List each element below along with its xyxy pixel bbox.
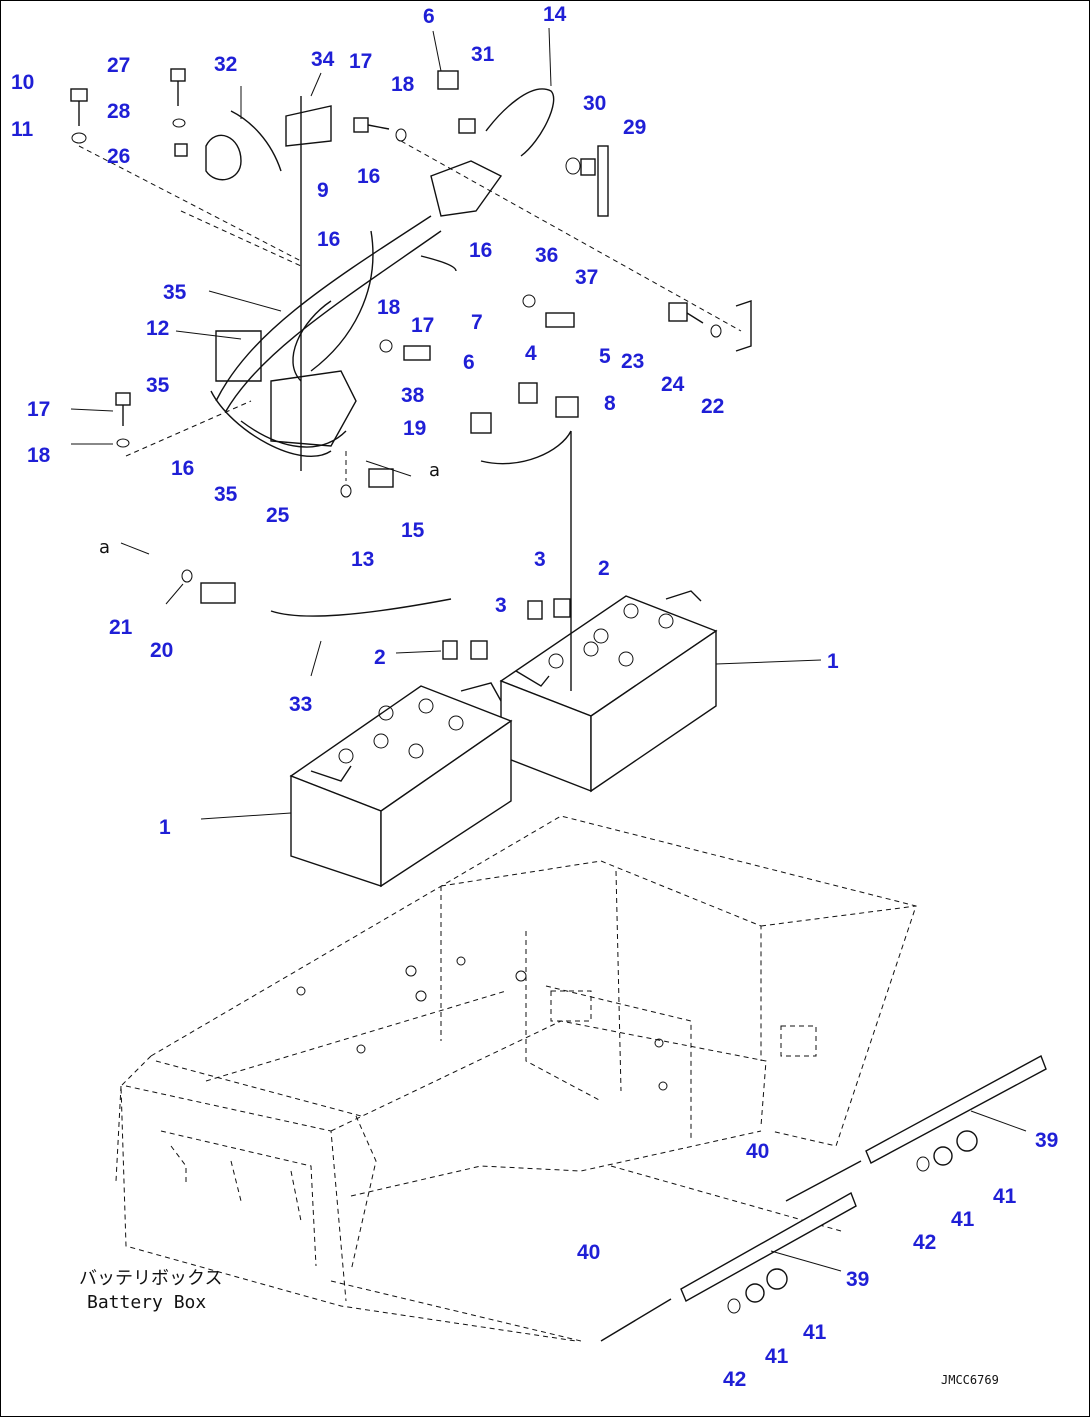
callout-15: 15 [401, 519, 425, 542]
callout-41-upper-a: 41 [993, 1185, 1017, 1208]
callout-16-mid: 16 [317, 228, 340, 251]
callout-4: 4 [525, 342, 537, 365]
callout-5: 5 [599, 345, 611, 368]
callout-39-lower: 39 [846, 1268, 869, 1291]
callout-35-mid: 35 [146, 374, 170, 397]
callout-11: 11 [11, 118, 34, 141]
callout-22: 22 [701, 395, 724, 418]
callout-30: 30 [583, 92, 606, 115]
callout-24: 24 [661, 373, 685, 396]
callout-42-upper: 42 [913, 1231, 936, 1254]
battery-box-label-en: Battery Box [87, 1292, 206, 1313]
callout-3-left: 3 [495, 594, 507, 617]
callout-40-upper: 40 [746, 1140, 769, 1163]
callout-36: 36 [535, 244, 558, 267]
battery-box-label-jp: バッテリボックス [79, 1268, 222, 1289]
callout-16-low: 16 [171, 457, 194, 480]
callout-31: 31 [471, 43, 495, 66]
callout-18-top: 18 [391, 73, 415, 96]
callout-41-upper-b: 41 [951, 1208, 975, 1231]
callout-35-low: 35 [214, 483, 238, 506]
callout-17-top: 17 [349, 50, 372, 73]
callout-23: 23 [621, 350, 644, 373]
callout-14: 14 [543, 3, 567, 26]
callout-27: 27 [107, 54, 130, 77]
view-marker-a-right: a [429, 460, 440, 481]
battery-left [289, 682, 513, 888]
callout-1-left: 1 [159, 816, 171, 839]
callout-39-upper: 39 [1035, 1129, 1058, 1152]
battery-hold-down-parts [600, 1055, 1047, 1342]
callout-19: 19 [403, 417, 426, 440]
callout-26: 26 [107, 145, 130, 168]
callout-28: 28 [107, 100, 131, 123]
callout-9: 9 [317, 179, 329, 202]
battery-right [499, 590, 718, 793]
callout-17-mid: 17 [411, 314, 434, 337]
callout-10: 10 [11, 71, 34, 94]
callout-2-right: 2 [598, 557, 610, 580]
wiring-harness [205, 88, 572, 691]
view-marker-a-left: a [99, 537, 110, 558]
battery-box-frame [115, 815, 917, 1342]
callout-37: 37 [575, 266, 598, 289]
callout-32: 32 [214, 53, 237, 76]
callout-2-left: 2 [374, 646, 386, 669]
callout-labels: 10 11 27 28 26 32 34 17 18 6 31 14 30 29… [11, 3, 1058, 1391]
callout-35-top: 35 [163, 281, 187, 304]
callout-21: 21 [109, 616, 133, 639]
callout-8: 8 [604, 392, 616, 415]
callout-13: 13 [351, 548, 374, 571]
callout-7: 7 [471, 311, 483, 334]
callout-41-lower-a: 41 [803, 1321, 827, 1344]
callout-16-right: 16 [469, 239, 492, 262]
callout-3-right: 3 [534, 548, 546, 571]
callout-29: 29 [623, 116, 646, 139]
drawing-code: JMCC6769 [941, 1373, 999, 1387]
callout-33: 33 [289, 693, 312, 716]
callout-41-lower-b: 41 [765, 1345, 789, 1368]
callout-18-mid: 18 [377, 296, 401, 319]
callout-42-lower: 42 [723, 1368, 746, 1391]
callout-6-top: 6 [423, 5, 435, 28]
fasteners [70, 68, 752, 660]
callout-18-left: 18 [27, 444, 51, 467]
callout-16-top: 16 [357, 165, 380, 188]
callout-17-left: 17 [27, 398, 50, 421]
assembly-lines [78, 140, 742, 481]
callout-6-mid: 6 [463, 351, 475, 374]
leader-lines [70, 27, 1027, 1272]
callout-38: 38 [401, 384, 425, 407]
callout-20: 20 [150, 639, 173, 662]
callout-34: 34 [311, 48, 335, 71]
callout-12: 12 [146, 317, 169, 340]
callout-25: 25 [266, 504, 290, 527]
callout-1-right: 1 [827, 650, 839, 673]
callout-40-lower: 40 [577, 1241, 600, 1264]
